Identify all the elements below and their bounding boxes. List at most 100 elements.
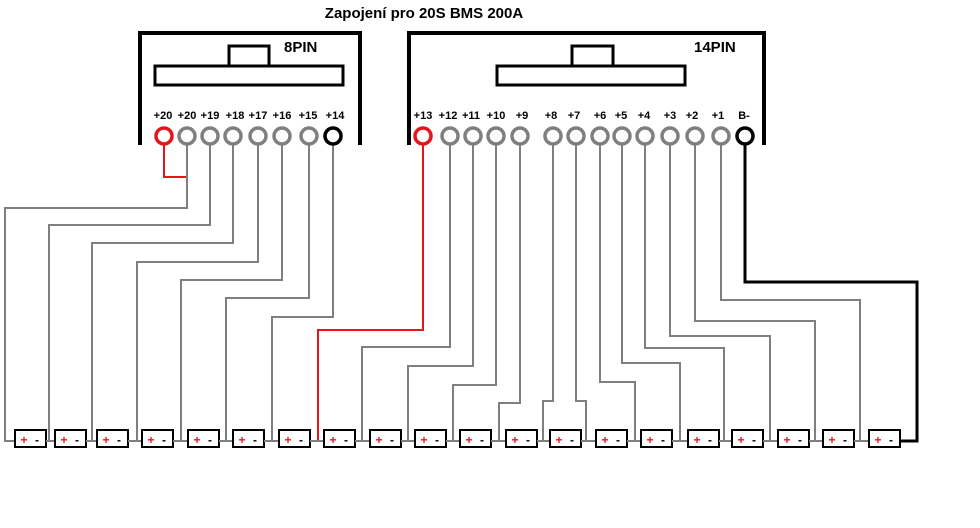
wire-bridge-plus20 bbox=[163, 144, 188, 178]
p8-pin-label: +18 bbox=[226, 110, 245, 122]
cell-plus-sign: + bbox=[874, 433, 881, 447]
cell-minus-sign: - bbox=[162, 433, 166, 447]
p14-pin-0 bbox=[413, 126, 433, 146]
wire-14pin-2 bbox=[407, 144, 474, 441]
p14-pin-label: +10 bbox=[487, 110, 506, 122]
cell-body bbox=[323, 429, 356, 448]
battery-cell: +- bbox=[141, 429, 188, 448]
p14-pin-10 bbox=[660, 126, 680, 146]
cell-body bbox=[414, 429, 447, 448]
p14-pin-label: +12 bbox=[439, 110, 458, 122]
connector-8pin: 8PIN bbox=[138, 31, 362, 145]
p14-pin-label: +13 bbox=[414, 110, 433, 122]
battery-cell: +- bbox=[822, 429, 869, 448]
p8-pin-1 bbox=[177, 126, 197, 146]
p8-pin-label: +14 bbox=[326, 110, 346, 122]
cell-body bbox=[54, 429, 87, 448]
cell-minus-sign: - bbox=[75, 433, 79, 447]
cell-minus-sign: - bbox=[843, 433, 847, 447]
cell-body bbox=[549, 429, 582, 448]
wire-14pin-1 bbox=[361, 144, 451, 441]
battery-cell: +- bbox=[549, 429, 596, 448]
battery-cell: +- bbox=[414, 429, 460, 448]
cell-plus-sign: + bbox=[555, 433, 562, 447]
connector-14pin-outline bbox=[407, 31, 766, 145]
p14-pin-11 bbox=[685, 126, 705, 146]
cell-plus-sign: + bbox=[375, 433, 382, 447]
connector-14pin: 14PIN bbox=[407, 31, 766, 145]
cell-body bbox=[687, 429, 720, 448]
cell-body bbox=[96, 429, 129, 448]
wire-8pin-2 bbox=[91, 144, 234, 442]
p8-pin-label: +20 bbox=[178, 110, 197, 122]
p14-pin-12 bbox=[711, 126, 731, 146]
p14-pin-1 bbox=[440, 126, 460, 146]
cell-plus-sign: + bbox=[60, 433, 67, 447]
wire-8pin-5 bbox=[225, 144, 310, 442]
cell-plus-sign: + bbox=[783, 433, 790, 447]
cell-plus-sign: + bbox=[147, 433, 154, 447]
cell-plus-sign: + bbox=[601, 433, 608, 447]
p14-pin-label: +6 bbox=[594, 110, 607, 122]
cell-plus-sign: + bbox=[693, 433, 700, 447]
cell-minus-sign: - bbox=[616, 433, 620, 447]
cell-body bbox=[731, 429, 764, 448]
battery-cell: +- bbox=[731, 429, 778, 448]
battery-cell: +- bbox=[640, 429, 688, 448]
connector-8pin-label: 8PIN bbox=[284, 39, 317, 56]
cell-plus-sign: + bbox=[20, 433, 27, 447]
diagram-title: Zapojení pro 20S BMS 200A bbox=[325, 5, 524, 22]
wires bbox=[4, 144, 919, 443]
wire-14pin-7 bbox=[599, 144, 636, 441]
cell-minus-sign: - bbox=[253, 433, 257, 447]
wire-14pin-4 bbox=[498, 144, 521, 441]
cell-plus-sign: + bbox=[828, 433, 835, 447]
battery-cell: +- bbox=[595, 429, 641, 448]
cell-minus-sign: - bbox=[117, 433, 121, 447]
p14-pin-label: +3 bbox=[664, 110, 677, 122]
cell-plus-sign: + bbox=[646, 433, 653, 447]
battery-cell: +- bbox=[232, 429, 279, 448]
battery-cell: +- bbox=[687, 429, 732, 448]
cell-minus-sign: - bbox=[661, 433, 665, 447]
p14-pin-label: +7 bbox=[568, 110, 581, 122]
cell-body bbox=[14, 429, 47, 448]
cell-body bbox=[278, 429, 311, 448]
cell-plus-sign: + bbox=[284, 433, 291, 447]
wire-14pin-11 bbox=[694, 144, 816, 441]
connector-14pin-slot bbox=[495, 64, 687, 87]
connector-14pin-label: 14PIN bbox=[694, 39, 736, 56]
cell-plus-sign: + bbox=[511, 433, 518, 447]
cell-minus-sign: - bbox=[480, 433, 484, 447]
p8-pin-label: +17 bbox=[249, 110, 268, 122]
cell-plus-sign: + bbox=[329, 433, 336, 447]
cell-body bbox=[141, 429, 174, 448]
cell-minus-sign: - bbox=[390, 433, 394, 447]
battery-cell: +- bbox=[369, 429, 415, 448]
p14-pin-label: +11 bbox=[462, 110, 480, 122]
battery-cell: +- bbox=[505, 429, 550, 448]
p14-pin-13 bbox=[735, 126, 755, 146]
cell-minus-sign: - bbox=[208, 433, 212, 447]
cell-minus-sign: - bbox=[435, 433, 439, 447]
cell-minus-sign: - bbox=[570, 433, 574, 447]
battery-cell: +- bbox=[14, 429, 55, 448]
connector-14pin-latch bbox=[570, 44, 615, 68]
cell-body bbox=[777, 429, 810, 448]
p8-pin-2 bbox=[200, 126, 220, 146]
wire-b-minus bbox=[743, 144, 919, 443]
p14-pin-label: +5 bbox=[615, 110, 628, 122]
p8-pin-label: +16 bbox=[273, 110, 292, 122]
p8-pin-0 bbox=[154, 126, 174, 146]
p14-pin-2 bbox=[463, 126, 483, 146]
p14-pin-label: +4 bbox=[638, 110, 651, 122]
cell-plus-sign: + bbox=[737, 433, 744, 447]
p14-pin-label: +2 bbox=[686, 110, 699, 122]
p14-pin-label: +9 bbox=[516, 110, 529, 122]
cell-body bbox=[640, 429, 673, 448]
p8-pin-6 bbox=[299, 126, 319, 146]
cell-minus-sign: - bbox=[752, 433, 756, 447]
p8-pin-3 bbox=[223, 126, 243, 146]
cell-plus-sign: + bbox=[102, 433, 109, 447]
p8-pin-label: +19 bbox=[201, 110, 220, 122]
